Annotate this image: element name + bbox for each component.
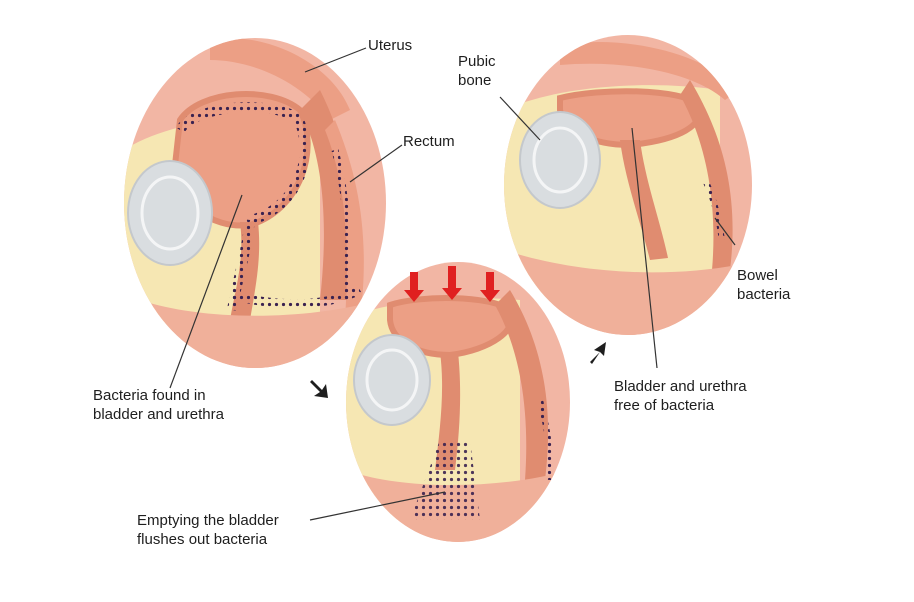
label-uterus: Uterus [368, 37, 413, 54]
oval-infected [124, 38, 386, 368]
pressure-arrows [404, 266, 500, 302]
label-rectum: Rectum [403, 133, 455, 150]
oval-clear [504, 35, 752, 335]
flow-arrow-up [590, 342, 606, 364]
flow-arrow-down [310, 380, 328, 398]
oval-emptying [346, 262, 570, 542]
leader-lines [169, 47, 736, 521]
